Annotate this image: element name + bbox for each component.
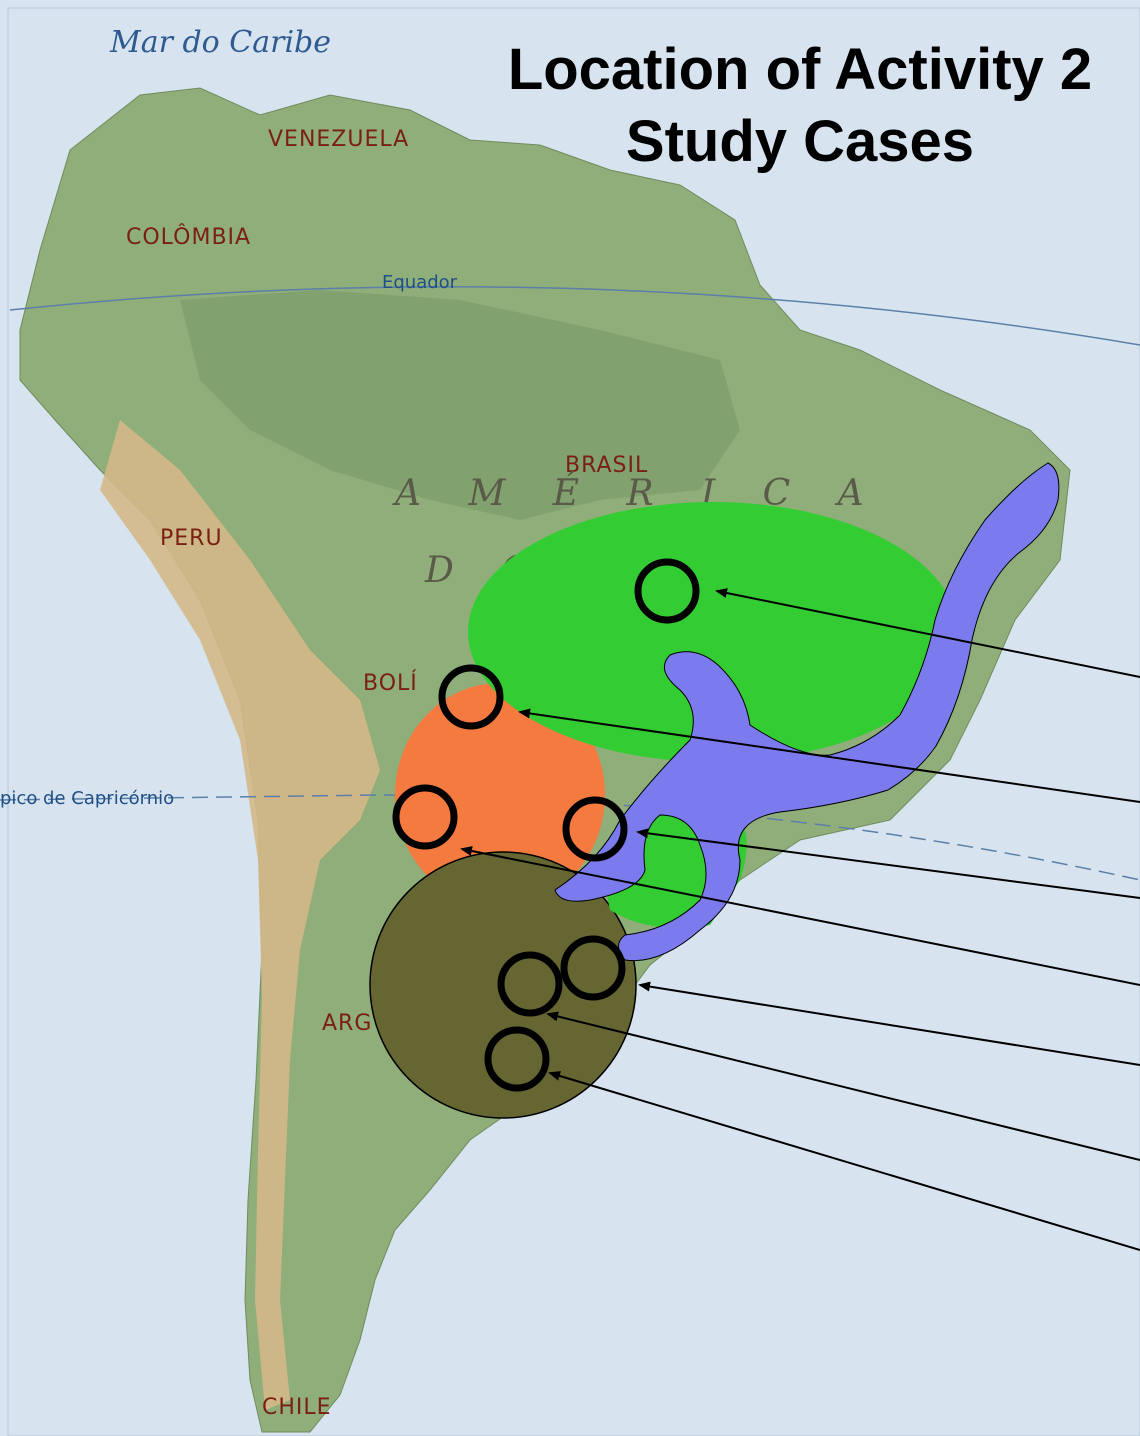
- country-label-bolivia: BOLÍ: [363, 670, 418, 696]
- study-case-marker: [497, 951, 563, 1017]
- leader-arrow: [715, 588, 1140, 678]
- capricorn-label: pico de Capricórnio: [0, 788, 174, 809]
- map-frame: [7, 7, 1140, 1436]
- continent-label-america: A M É R I C A: [392, 472, 882, 514]
- country-label-venezuela: VENEZUELA: [268, 127, 409, 152]
- region-green-large: [468, 502, 958, 762]
- andes-dry-zone: [100, 420, 380, 1410]
- country-label-chile: CHILE: [262, 1395, 332, 1420]
- map-title-line-2: Study Cases: [625, 109, 975, 174]
- equator-line: [9, 286, 1140, 346]
- map-title-line-1: Location of Activity 2: [507, 37, 1093, 102]
- country-label-brasil: BRASIL: [565, 453, 648, 478]
- amazon-forest: [180, 290, 740, 520]
- leader-arrow: [518, 708, 1140, 803]
- study-case-marker: [562, 796, 628, 862]
- leader-arrow: [548, 1071, 1140, 1251]
- leader-arrow: [638, 981, 1140, 1066]
- sea-label: Mar do Caribe: [109, 25, 331, 60]
- study-case-marker: [634, 558, 700, 624]
- study-case-marker: [484, 1026, 550, 1092]
- equator-label: Equador: [382, 272, 458, 293]
- leader-arrow: [636, 828, 1140, 899]
- study-case-marker: [392, 784, 458, 850]
- leader-arrow: [546, 1011, 1140, 1161]
- country-label-colombia: COLÔMBIA: [126, 224, 251, 250]
- leader-arrow: [460, 846, 1140, 986]
- map-title: Location of Activity 2 Study Cases: [460, 34, 1140, 178]
- study-case-marker: [560, 935, 626, 1001]
- country-label-peru: PERU: [160, 526, 223, 551]
- country-label-argentina: ARG: [322, 1011, 372, 1036]
- region-orange: [395, 683, 605, 907]
- study-case-marker: [438, 664, 504, 730]
